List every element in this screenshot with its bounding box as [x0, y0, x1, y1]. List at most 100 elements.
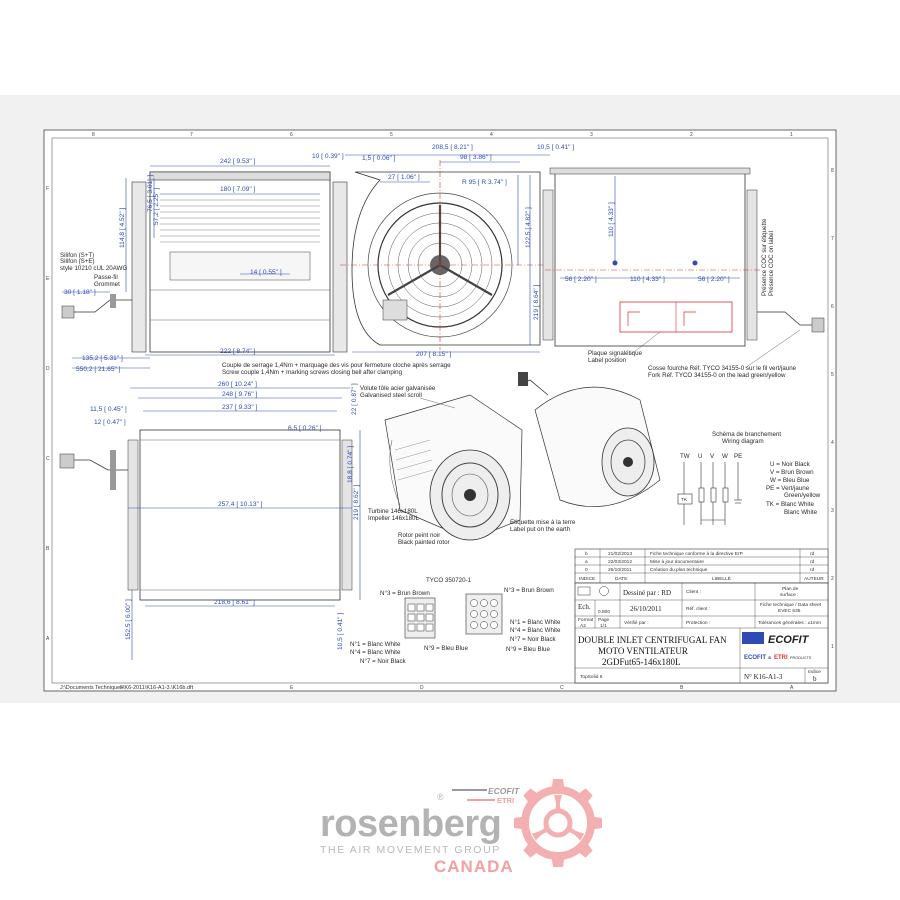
- label-silifon-st: Silifon (S+T): [60, 252, 94, 259]
- svg-text:N°3 = Brun Brown: N°3 = Brun Brown: [504, 587, 554, 594]
- ecofit-brand: ECOFIT: [768, 634, 810, 646]
- svg-text:26/10/2011: 26/10/2011: [608, 567, 632, 573]
- label-cosse-fr: Cosse fourche Réf. TYCO 34155-0 sur le f…: [648, 365, 797, 372]
- svg-text:rd: rd: [810, 551, 815, 557]
- svg-text:INDICE: INDICE: [579, 576, 595, 582]
- grid-right: 8 7 6 5 4 3 2 1: [831, 168, 834, 650]
- revision-table: b 21/02/2013 Fiche technique conforme à …: [574, 548, 829, 584]
- dim-27: 27 [ 1.06" ]: [388, 174, 420, 181]
- svg-text:5: 5: [390, 132, 393, 138]
- svg-text:A2: A2: [580, 623, 586, 629]
- svg-text:8: 8: [92, 132, 95, 138]
- svg-text:3: 3: [590, 132, 593, 138]
- label-couple-en: Screw couple 1,4Nm + marking screws clos…: [222, 369, 403, 376]
- rosenberg-logo: rosenberg ® ECOFIT ETRI THE AIR MOVEMENT…: [320, 779, 602, 876]
- dim-208-5: 208,5 [ 8.21" ]: [432, 144, 473, 151]
- svg-text:Réf. client :: Réf. client :: [686, 606, 710, 612]
- dim-257-4: 257,4 [ 10.13" ]: [218, 501, 263, 508]
- inner-frame: [51, 137, 829, 684]
- dim-152-5: 152,5 [ 6.00" ]: [125, 599, 132, 640]
- svg-text:Fiche technique / Data sheet: Fiche technique / Data sheet: [760, 602, 822, 608]
- svg-text:E: E: [46, 276, 50, 282]
- svg-text:D: D: [420, 685, 424, 691]
- svg-text:C: C: [560, 685, 564, 691]
- svg-text:E: E: [290, 685, 294, 691]
- svg-text:21/02/2013: 21/02/2013: [608, 551, 632, 557]
- svg-text:5: 5: [831, 372, 834, 378]
- dim-114-8: 114,8 [ 4.52" ]: [119, 207, 126, 248]
- svg-text:U = Noir Black: U = Noir Black: [770, 461, 811, 468]
- svg-text:C: C: [46, 456, 50, 462]
- dim-98: 98 [ 3.86" ]: [460, 154, 492, 161]
- svg-text:ECOFIT: ECOFIT: [744, 655, 766, 661]
- dim-180: 180 [ 7.09" ]: [220, 186, 256, 193]
- dim-18-8: 18,8 [ 0.74" ]: [347, 446, 354, 483]
- svg-text:W = Bleu Blue: W = Bleu Blue: [770, 477, 810, 484]
- label-passe-fil: Passe-fil: [94, 274, 118, 281]
- svg-text:N°1 = Blanc White: N°1 = Blanc White: [350, 641, 401, 648]
- dim-242: 242 [ 9.53" ]: [220, 158, 256, 165]
- svg-text:N°9 = Bleu Blue: N°9 = Bleu Blue: [506, 646, 550, 653]
- dim-1-5: 1,5 [ 0.06" ]: [362, 155, 396, 162]
- svg-text:DATE: DATE: [615, 576, 627, 582]
- svg-text:1/1: 1/1: [600, 623, 607, 629]
- svg-text:Format: Format: [578, 617, 594, 623]
- dim-207: 207 [ 8.15" ]: [416, 351, 452, 358]
- label-cosse-en: Fork Réf. TYCO 34155-0 on the lead green…: [648, 372, 786, 379]
- svg-text:N°4 = Blanc White: N°4 = Blanc White: [510, 627, 561, 634]
- svg-text:1: 1: [790, 132, 793, 138]
- svg-text:Mise à jour documentaire: Mise à jour documentaire: [650, 559, 704, 565]
- dim-57-2: 57,2 [ 2.25" ]: [153, 188, 160, 225]
- label-presence-fr: Présence COC sur étiquette: [761, 218, 768, 296]
- dim-76-5: 76,5 [ 3.01" ]: [147, 175, 154, 212]
- svg-text:a: a: [585, 560, 588, 565]
- dim-135-2: 135,2 [ 5.31" ]: [82, 355, 123, 362]
- svg-text:PE: PE: [734, 453, 742, 460]
- svg-text:TopSolid 6: TopSolid 6: [580, 674, 603, 680]
- svg-text:7: 7: [190, 132, 193, 138]
- svg-text:3: 3: [831, 508, 834, 514]
- svg-text:W: W: [722, 453, 728, 460]
- dim-248: 248 [ 9.76" ]: [222, 391, 258, 398]
- dim-219-top: 219 [ 8.62" ]: [353, 484, 360, 520]
- wiring-title-en: Wiring diagram: [722, 438, 764, 445]
- wiring-title-fr: Schéma de branchement: [712, 431, 781, 438]
- svg-text:B: B: [680, 685, 684, 691]
- dim-14: 14 [ 0.55" ]: [250, 269, 282, 276]
- rear-view: 10,5 [ 0.41" ] 110 [ 4.33" ] 56 [ 2.20" …: [537, 144, 825, 379]
- svg-text:V: V: [710, 453, 715, 460]
- svg-text:Green/yellow: Green/yellow: [784, 492, 821, 499]
- drawing-model: 2GDFut65-146x180L: [602, 657, 681, 667]
- svg-text:PRODUCTS: PRODUCTS: [790, 656, 812, 660]
- tyco-ref: TYCO 350720-1: [426, 577, 472, 584]
- svg-text:&: &: [768, 655, 772, 661]
- connector-pinout: TYCO 350720-1 N°3 = Brun Brown N°1 = Bla…: [350, 577, 561, 665]
- dim-10: 10 [ 0.39" ]: [312, 153, 344, 160]
- svg-text:N°1 = Blanc White: N°1 = Blanc White: [510, 619, 561, 626]
- svg-text:Indice: Indice: [808, 669, 821, 675]
- svg-text:22/03/2012: 22/03/2012: [608, 559, 632, 565]
- wiring-diagram: Schéma de branchement Wiring diagram TW …: [677, 431, 821, 525]
- svg-text:b: b: [585, 551, 588, 557]
- logo-country: CANADA: [434, 857, 514, 876]
- label-volute-en: Galvanised steel scroll: [360, 392, 422, 399]
- svg-text:F: F: [120, 685, 123, 691]
- svg-text:8: 8: [831, 168, 834, 174]
- dim-r95: R 95 [ R 3.74" ]: [462, 179, 507, 186]
- svg-text:2: 2: [831, 576, 834, 582]
- drawing-number: N° K16-A1-3: [744, 673, 783, 681]
- svg-text:A: A: [46, 636, 50, 642]
- label-plaque-en: Label position: [588, 357, 627, 364]
- svg-text:AUTEUR: AUTEUR: [804, 576, 824, 582]
- svg-text:Protection :: Protection :: [686, 620, 710, 626]
- svg-text:Vérifié par :: Vérifié par :: [624, 620, 649, 626]
- grid-bottom: F E D C B A: [120, 685, 794, 691]
- svg-text:EVEC 635: EVEC 635: [778, 608, 801, 614]
- dim-56-a: 56 [ 2.20" ]: [565, 276, 597, 283]
- svg-text:N°9 = Bleu Blue: N°9 = Bleu Blue: [424, 645, 468, 652]
- dim-222: 222 [ 8.74" ]: [220, 348, 256, 355]
- svg-text:4: 4: [490, 132, 493, 138]
- dim-122-5: 122,5 [ 4.82" ]: [525, 207, 532, 248]
- svg-text:PE = Vert/jaune: PE = Vert/jaune: [766, 485, 810, 492]
